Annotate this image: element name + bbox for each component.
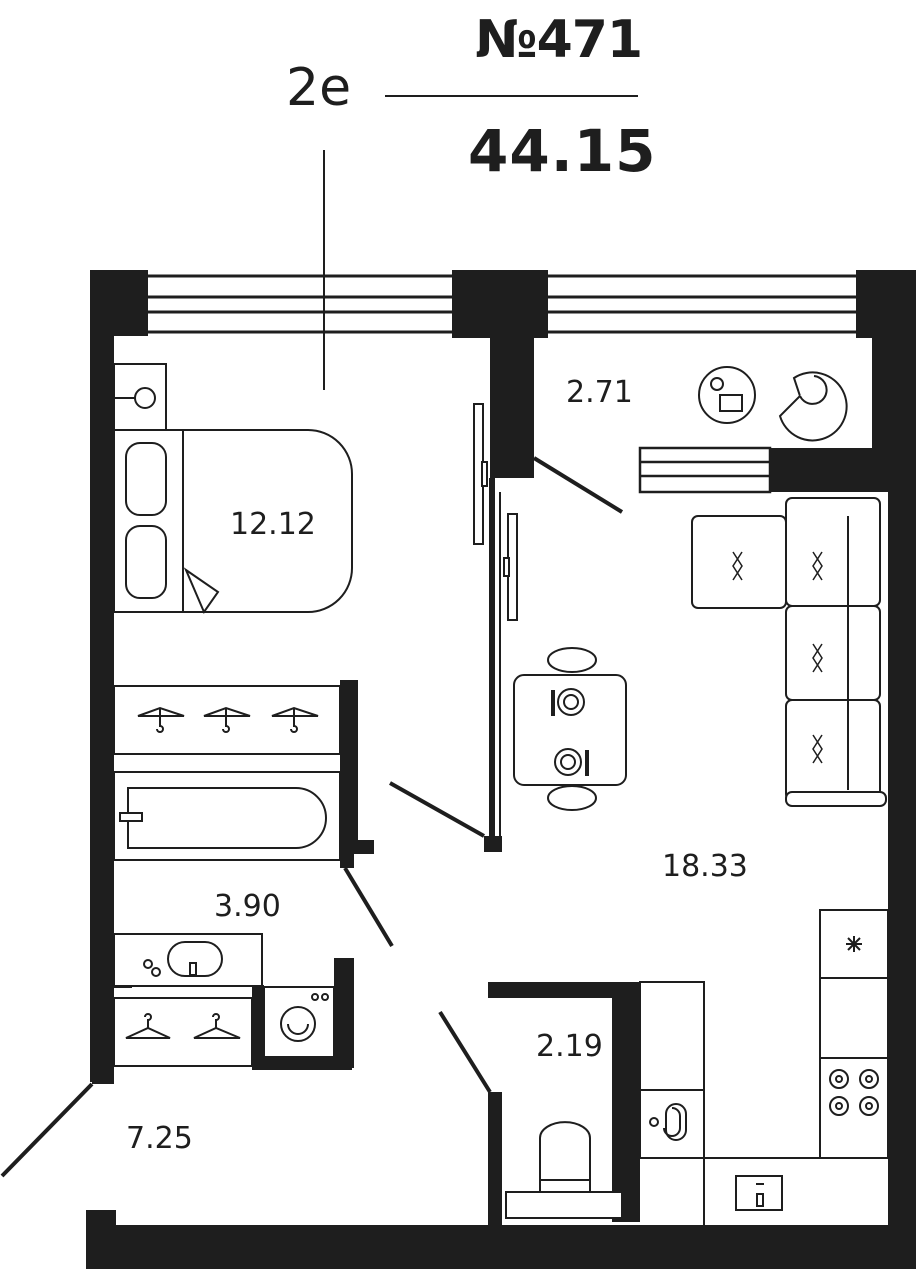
room-area-hallway: 7.25 [126,1121,193,1156]
dining-table-icon [513,647,627,811]
room-area-living-kitchen: 18.33 [662,849,748,884]
window-bedroom [148,274,452,334]
sliding-doors [473,403,518,621]
doors [0,456,624,1178]
window-living [638,446,772,494]
oven-icon [735,1175,783,1211]
apartment-type: 2е [286,58,352,118]
washbasin-icon [113,933,263,987]
apartment-total-area: 44.15 [468,117,657,185]
kitchen-counter [639,909,889,1225]
room-area-bathroom: 3.90 [214,889,281,924]
bed-icon [113,429,353,615]
stove-icon [829,1069,879,1116]
room-area-toilet: 2.19 [536,1029,603,1064]
room-area-loggia: 2.71 [566,375,633,410]
toilet-icon [505,1121,623,1219]
room-area-bedroom: 12.12 [230,507,316,542]
hallway-wardrobe [113,997,253,1067]
wardrobe [113,685,341,755]
walls [86,270,916,1269]
washing-machine-icon [263,986,335,1058]
fridge-icon [846,936,862,952]
table-chair-icon [698,366,848,442]
bathtub-icon [113,771,341,861]
apartment-number: №471 [475,10,643,70]
sofa-icon [691,497,887,807]
nightstand [113,363,167,431]
kitchen-sink-icon [649,1102,687,1141]
window-loggia [548,274,856,334]
